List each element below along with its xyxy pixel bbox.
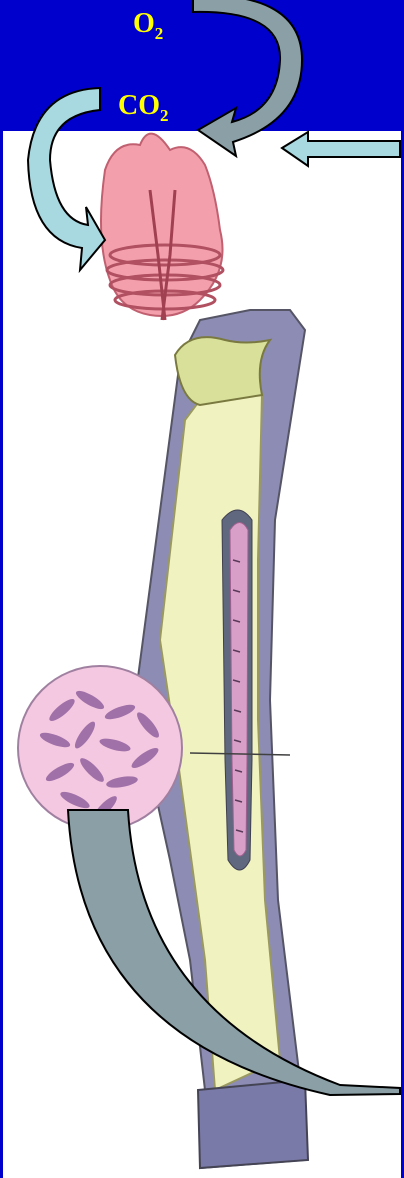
tube-foot	[198, 1080, 308, 1168]
collar	[175, 337, 270, 405]
right-arrow	[282, 132, 400, 166]
carbon-dioxide-label-sub: 2	[160, 106, 169, 125]
carbon-dioxide-label-main: CO	[118, 90, 160, 121]
oxygen-label-main: O	[133, 8, 155, 39]
carbon-dioxide-label: CO2	[118, 92, 169, 120]
bacteria-circle-icon	[18, 666, 182, 830]
oxygen-arrow	[193, 0, 302, 156]
carbon-dioxide-arrow	[28, 88, 105, 270]
oxygen-label-sub: 2	[155, 24, 164, 43]
oxygen-label: O2	[133, 10, 163, 38]
body-stripe	[230, 523, 248, 857]
